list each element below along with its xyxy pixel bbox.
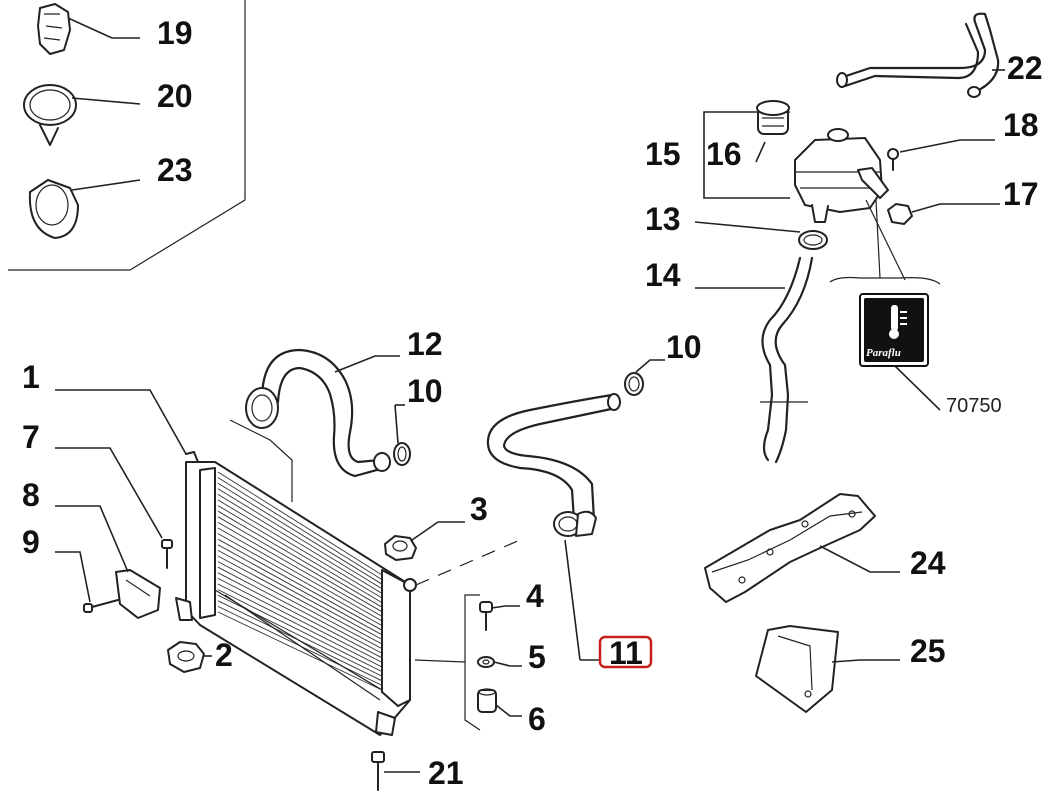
- callout-16: 16: [706, 136, 742, 172]
- radiator-fin: [217, 566, 383, 654]
- part-23-clamp: [28, 179, 141, 239]
- radiator-fin: [217, 583, 383, 668]
- part-19-clip: [37, 3, 140, 55]
- callout-9: 9: [22, 524, 40, 560]
- part-13-clamp: [694, 221, 828, 250]
- part-16-tank-cap: [755, 100, 790, 163]
- radiator-fin: [217, 533, 383, 626]
- radiator-fin: [217, 482, 383, 585]
- callout-6: 6: [528, 701, 546, 737]
- radiator-fin: [217, 505, 383, 603]
- callout-3: 3: [470, 491, 488, 527]
- part-11-hose: [486, 393, 621, 661]
- radiator-fin: [217, 510, 383, 608]
- callout-1: 1: [22, 359, 40, 395]
- callout-11: 11: [609, 635, 643, 671]
- callout-8: 8: [22, 477, 40, 513]
- part-2-bush: [167, 641, 212, 673]
- radiator-fin: [217, 572, 383, 659]
- part-1-radiator: [55, 389, 521, 736]
- callout-12: 12: [407, 326, 443, 362]
- part-18-screw: [887, 139, 995, 171]
- callout-13: 13: [645, 201, 681, 237]
- radiator-fin: [217, 544, 383, 636]
- part-10-clamp-right: [624, 359, 665, 396]
- callout-21: 21: [428, 755, 464, 791]
- radiator-fin: [217, 611, 383, 691]
- radiator-fin: [217, 538, 383, 631]
- part-4-screw: [479, 601, 520, 631]
- callout-14: 14: [645, 257, 681, 293]
- callout-18: 18: [1003, 107, 1039, 143]
- callout-15: 15: [645, 136, 681, 172]
- part-12-hose: [229, 348, 400, 502]
- part-24-heat-shield: [704, 493, 900, 603]
- callout-5: 5: [528, 639, 546, 675]
- part-17-nut: [887, 203, 1000, 225]
- reference-code: 70750: [946, 395, 1002, 417]
- radiator-fin: [217, 561, 383, 649]
- radiator-fins: [217, 471, 383, 691]
- callout-19: 19: [157, 15, 193, 51]
- inset-frame: [8, 0, 246, 271]
- part-15-expansion-tank: [703, 111, 889, 223]
- part-5-washer: [477, 656, 522, 668]
- callout-25: 25: [910, 633, 946, 669]
- radiator-fin: [217, 477, 383, 580]
- part-20-hose-clamp: [23, 84, 141, 146]
- radiator-fin: [217, 499, 383, 599]
- callout-2: 2: [215, 637, 233, 673]
- radiator-fin: [217, 555, 383, 645]
- callout-10-left: 10: [407, 373, 443, 409]
- radiator-fin: [217, 577, 383, 663]
- part-9-screw: [55, 551, 119, 613]
- paraflu-logo-text: Paraflu: [866, 347, 901, 359]
- callout-22: 22: [1007, 50, 1043, 86]
- callout-10-right: 10: [666, 329, 702, 365]
- highlight-box: [598, 635, 653, 669]
- callout-23: 23: [157, 152, 193, 188]
- part-10-clamp-left: [393, 404, 411, 466]
- callout-7: 7: [22, 419, 40, 455]
- part-6-bush: [477, 688, 522, 717]
- radiator-fin: [217, 488, 383, 590]
- part-3-bush: [384, 521, 465, 561]
- part-21-screw: [371, 751, 420, 791]
- callout-20: 20: [157, 78, 193, 114]
- part-14-hose: [695, 256, 814, 464]
- part-25-bracket: [755, 625, 900, 713]
- radiator-fin: [217, 589, 383, 673]
- paraflu-logo: [829, 199, 941, 411]
- radiator-fin: [217, 550, 383, 640]
- part-7-screw: [55, 447, 173, 569]
- radiator-fin: [217, 527, 383, 622]
- radiator-fin: [217, 494, 383, 594]
- radiator-fin: [217, 471, 383, 576]
- callout-4: 4: [526, 578, 544, 614]
- part-22-hose: [836, 12, 1005, 98]
- callout-17: 17: [1003, 176, 1039, 212]
- radiator-fin: [217, 516, 383, 613]
- callout-24: 24: [910, 545, 946, 581]
- radiator-fin: [217, 522, 383, 617]
- part-8-bracket: [55, 505, 161, 619]
